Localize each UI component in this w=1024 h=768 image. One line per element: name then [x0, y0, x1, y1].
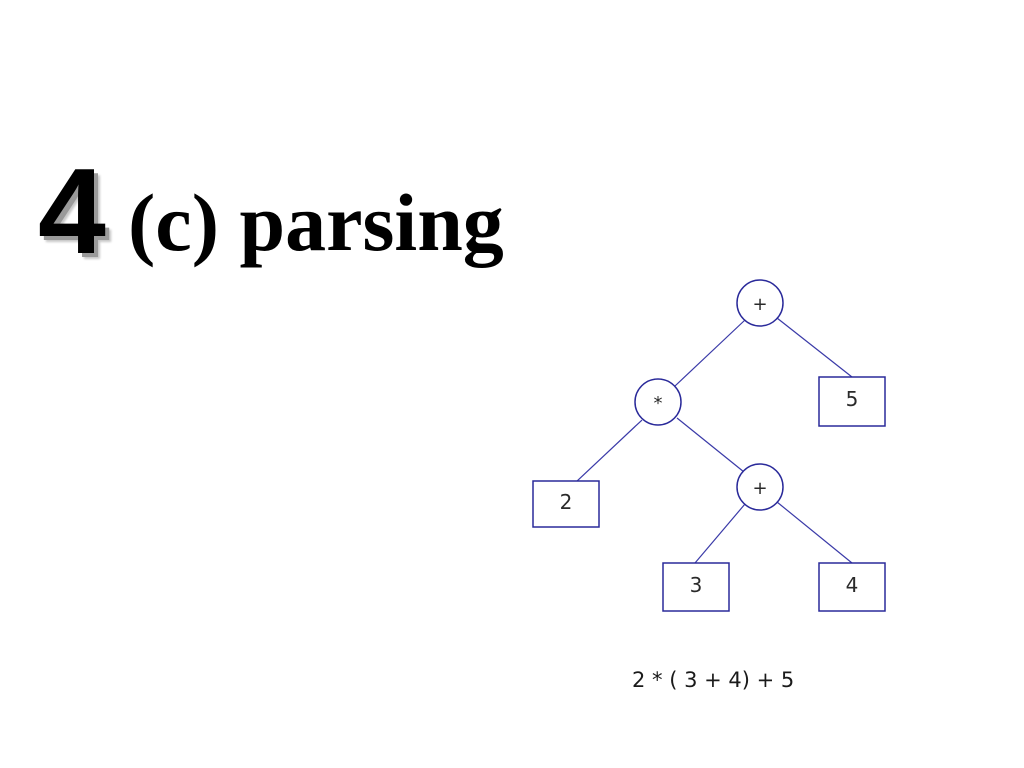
- title-number: 4: [38, 143, 106, 279]
- node-root-plus-label: +: [752, 294, 767, 315]
- node-times: *: [634, 378, 682, 426]
- node-five-label: 5: [846, 387, 859, 411]
- edge-inner-plus-to-four: [776, 501, 853, 564]
- edge-root-plus-to-times: [674, 319, 746, 387]
- node-two-label: 2: [560, 490, 573, 514]
- node-root-plus: +: [736, 279, 784, 327]
- node-inner-plus-label: +: [752, 478, 767, 499]
- node-three-label: 3: [690, 573, 703, 597]
- title-text: (c) parsing: [128, 177, 504, 268]
- node-three: 3: [662, 562, 730, 612]
- node-inner-plus: +: [736, 463, 784, 511]
- expression-caption: 2 * ( 3 + 4) + 5: [632, 668, 795, 692]
- edge-times-to-inner-plus: [676, 417, 745, 473]
- node-four-label: 4: [846, 573, 859, 597]
- node-times-label: *: [654, 393, 663, 414]
- node-five: 5: [818, 376, 886, 427]
- edge-inner-plus-to-three: [694, 503, 746, 564]
- node-four: 4: [818, 562, 886, 612]
- edge-times-to-two: [576, 419, 643, 482]
- node-two: 2: [532, 480, 600, 528]
- edge-root-plus-to-five: [776, 317, 853, 378]
